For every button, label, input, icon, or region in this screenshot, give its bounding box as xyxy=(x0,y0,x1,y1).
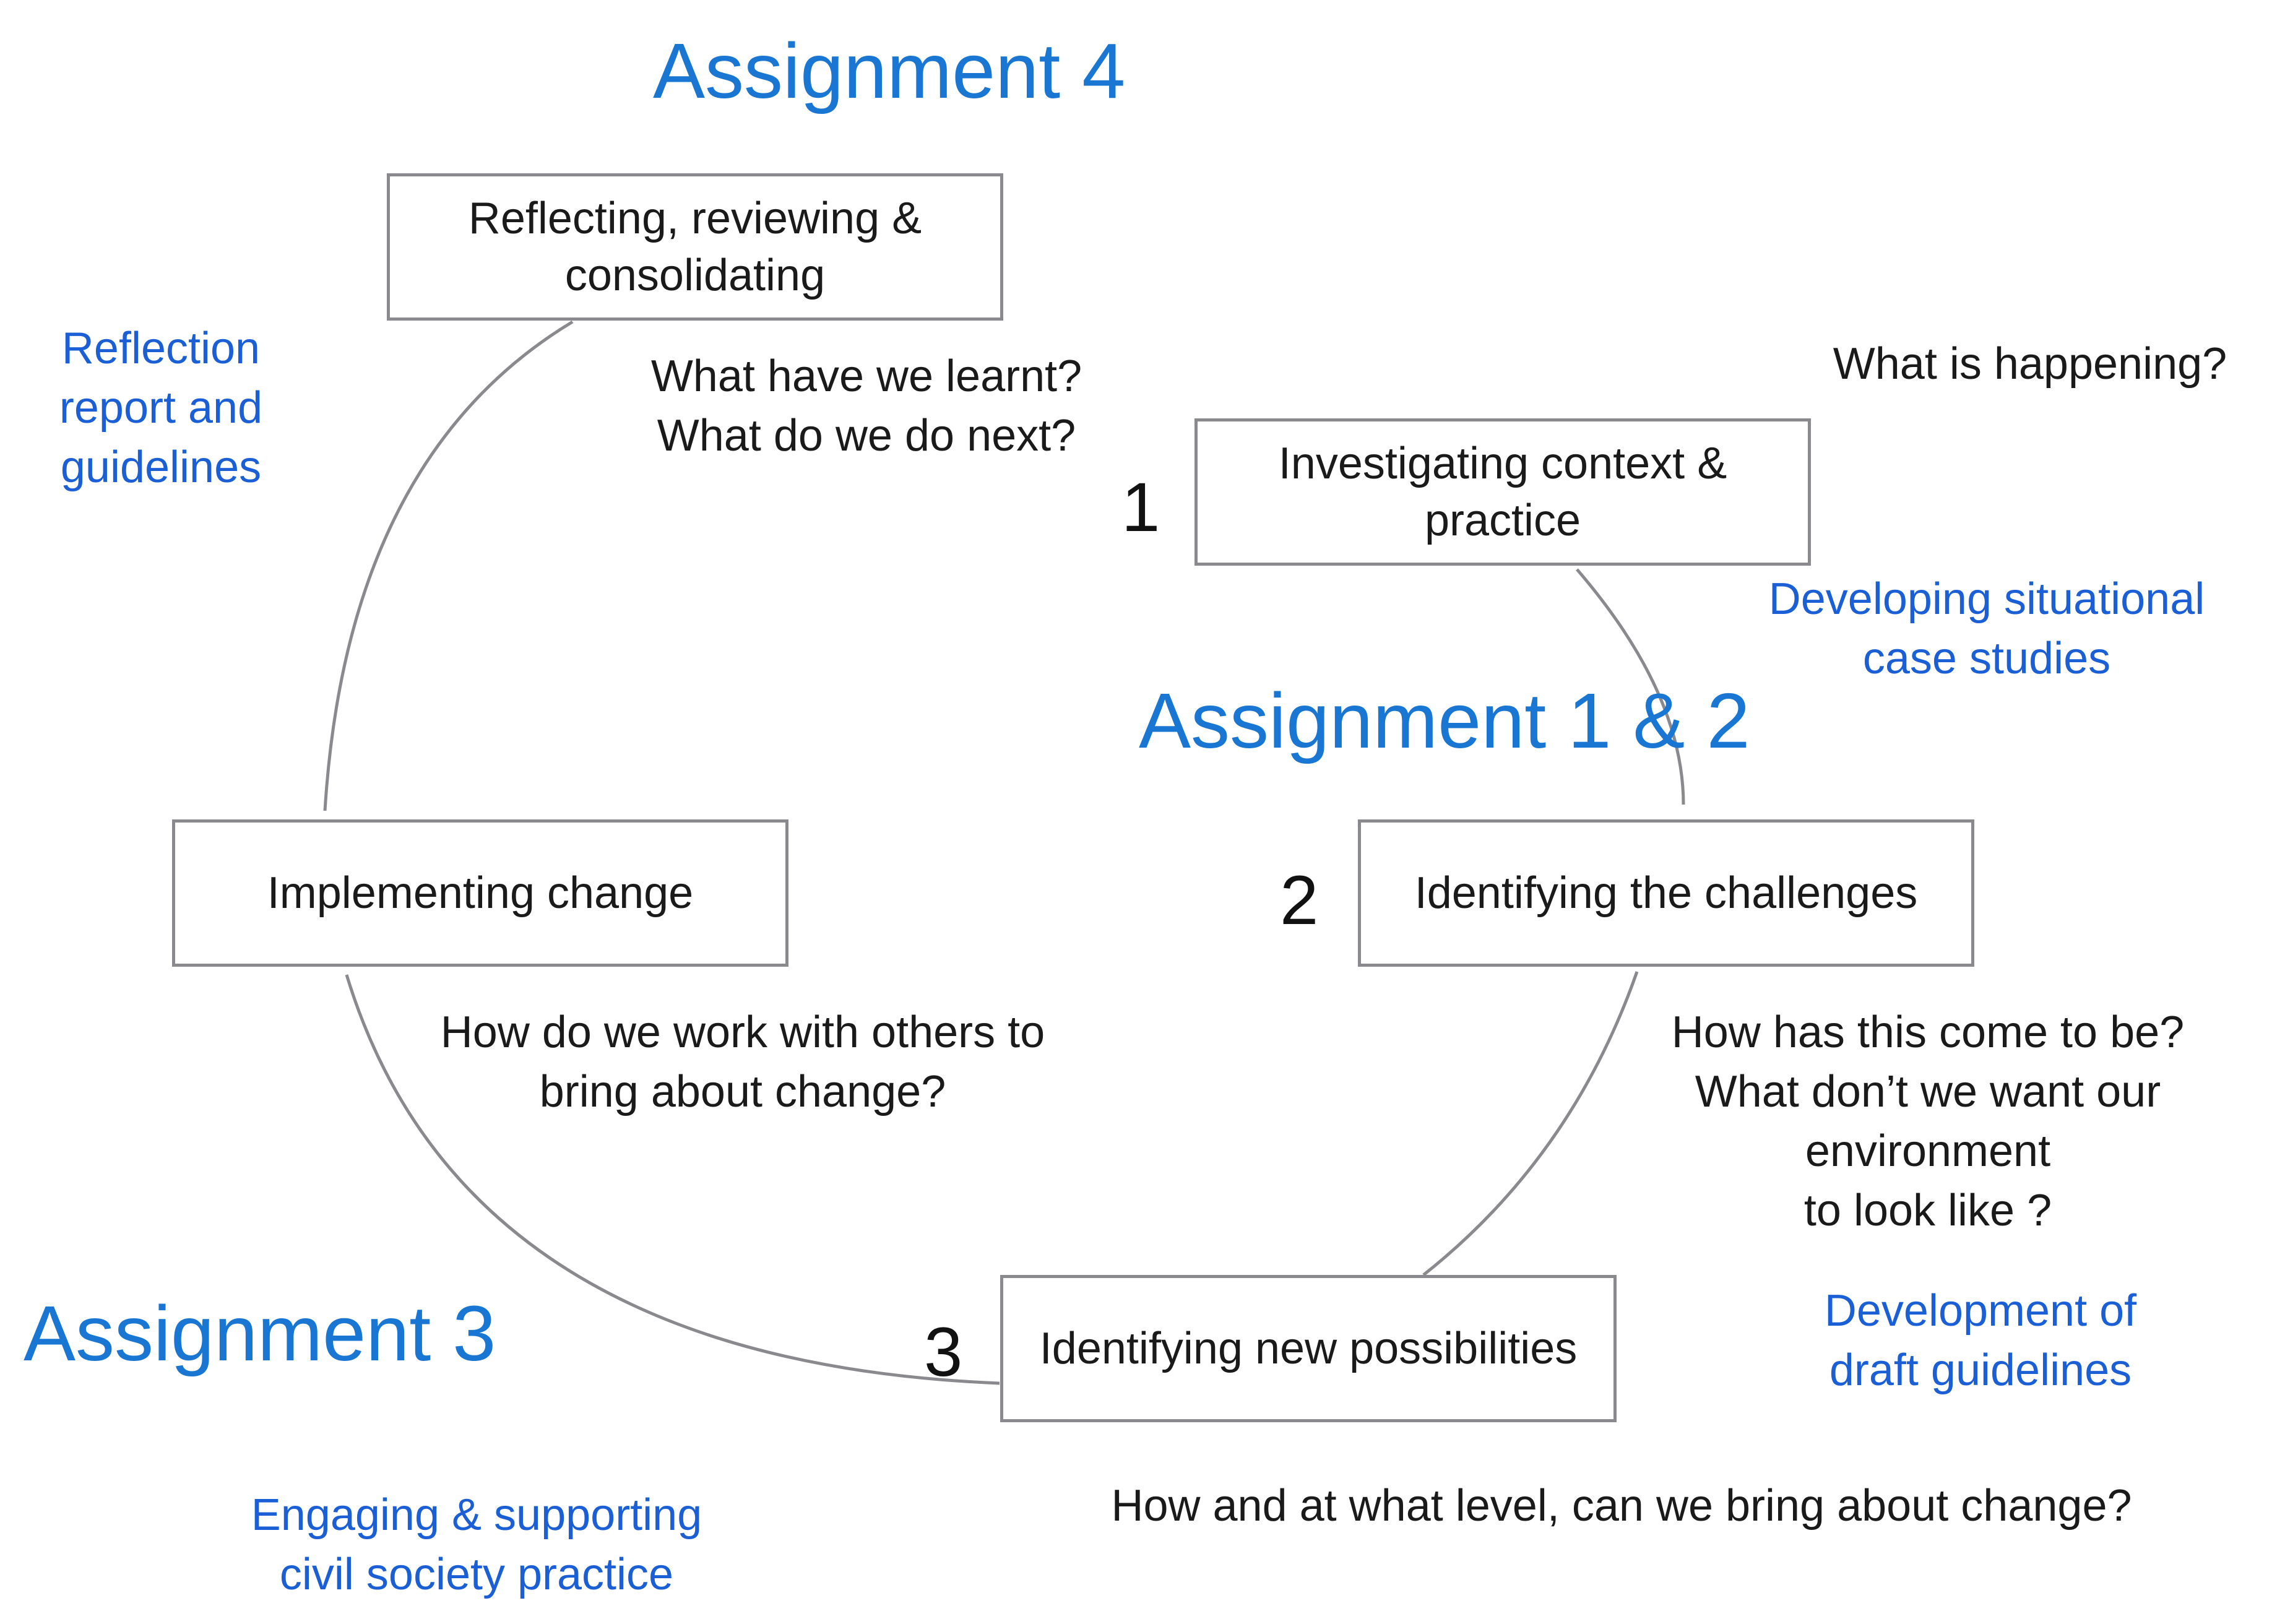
heading-assignment-3: Assignment 3 xyxy=(24,1290,496,1377)
heading-assignment-4: Assignment 4 xyxy=(653,27,1126,114)
step-box-challenges: Identifying the challenges xyxy=(1358,819,1974,967)
arc-step1-to-step2 xyxy=(1576,568,1685,805)
step-box-reflecting: Reflecting, reviewing & consolidating xyxy=(387,173,1003,321)
step-number-3: 3 xyxy=(924,1313,963,1391)
question-what-is-happening: What is happening? xyxy=(1833,339,2227,389)
step-number-1: 1 xyxy=(1121,469,1160,546)
arc-step4-to-step5 xyxy=(323,320,574,811)
output-case-studies: Developing situational case studies xyxy=(1768,574,2205,683)
step-box-investigating: Investigating context & practice xyxy=(1194,418,1811,566)
output-civil-society: Engaging & supporting civil society prac… xyxy=(251,1490,702,1599)
question-how-and-what-level: How and at what level, can we bring abou… xyxy=(1111,1481,2132,1531)
step-label-implementing: Implementing change xyxy=(267,868,694,918)
step-label-reflecting: Reflecting, reviewing & consolidating xyxy=(468,194,922,300)
step-label-investigating: Investigating context & practice xyxy=(1278,439,1727,545)
output-draft-guidelines: Development of draft guidelines xyxy=(1824,1286,2137,1395)
question-what-have-we-learnt: What have we learnt? What do we do next? xyxy=(650,352,1082,460)
step-box-new-possibilities: Identifying new possibilities xyxy=(1000,1275,1617,1422)
step-label-new-possibilities: Identifying new possibilities xyxy=(1039,1324,1578,1373)
question-how-has-this-come: How has this come to be? What don’t we w… xyxy=(1671,1008,2185,1235)
question-work-with-others: How do we work with others to bring abou… xyxy=(440,1008,1045,1116)
step-label-challenges: Identifying the challenges xyxy=(1414,868,1918,918)
heading-assignment-1-2: Assignment 1 & 2 xyxy=(1139,677,1750,764)
step-number-2: 2 xyxy=(1280,862,1319,939)
step-box-implementing: Implementing change xyxy=(172,819,788,967)
output-reflection-report: Reflection report and guidelines xyxy=(59,324,263,492)
arc-step2-to-step3 xyxy=(1422,971,1639,1276)
arc-step3-to-step4 xyxy=(345,974,1000,1385)
